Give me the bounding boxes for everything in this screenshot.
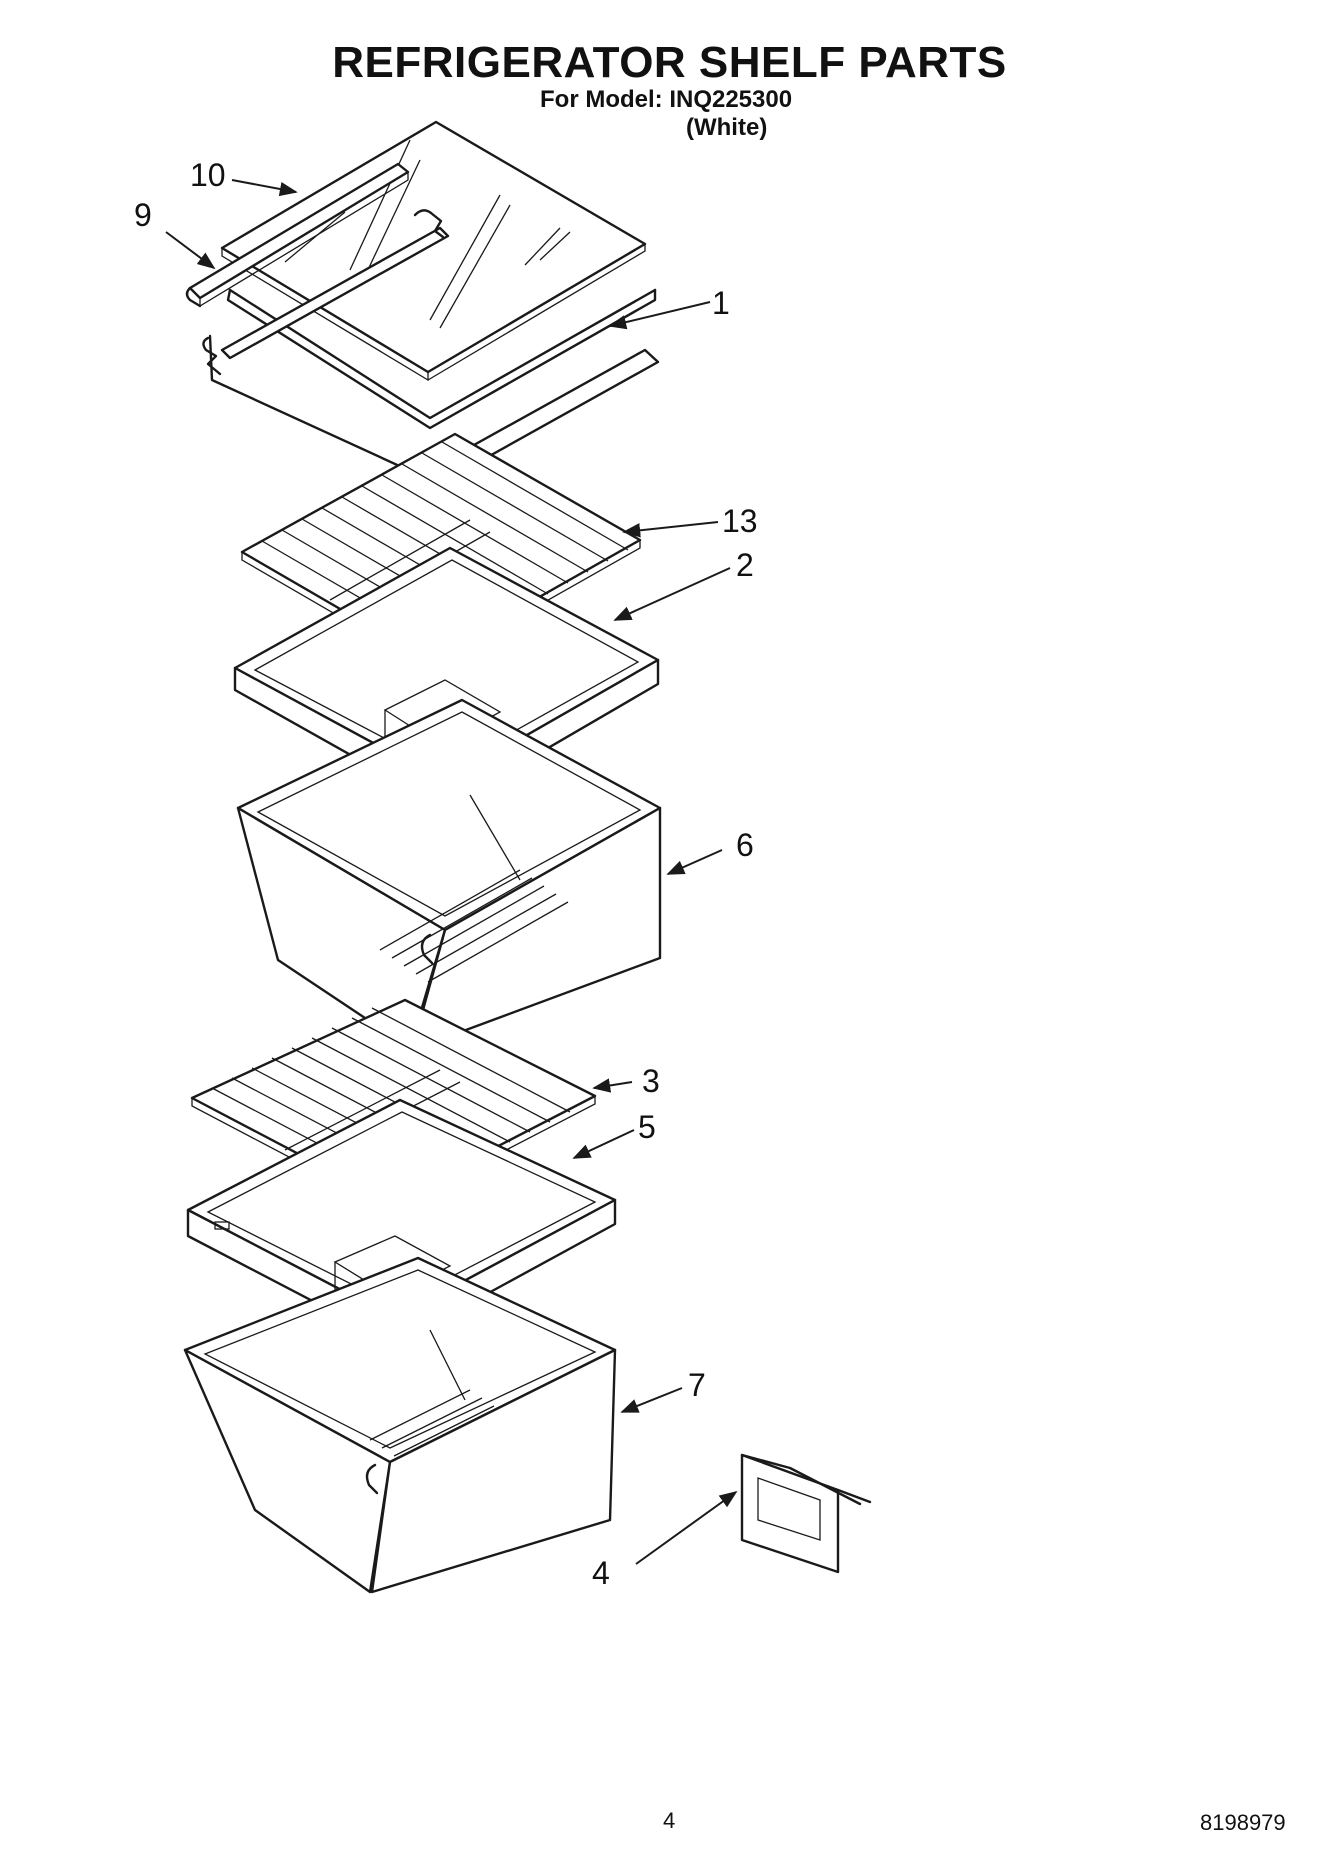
- callout-2: 2: [736, 547, 754, 583]
- callout-4: 4: [592, 1555, 610, 1591]
- callout-5: 5: [638, 1109, 656, 1145]
- upper-crisper-drawer-part-6: [236, 698, 662, 1052]
- callout-9: 9: [134, 197, 152, 233]
- callout-13: 13: [722, 503, 758, 539]
- divider-bracket-part-4: [740, 1453, 872, 1574]
- callout-3: 3: [642, 1063, 660, 1099]
- callout-1: 1: [712, 285, 730, 321]
- model-line: For Model: INQ225300: [540, 86, 793, 113]
- callout-7: 7: [688, 1367, 706, 1403]
- color-variant: (White): [686, 114, 768, 141]
- page-title: REFRIGERATOR SHELF PARTS: [332, 38, 1007, 87]
- lower-crisper-drawer-part-7: [183, 1256, 617, 1594]
- page-number: 4: [663, 1808, 676, 1833]
- callout-labels: 10 9 1 13 2 6 3 5 7 4: [134, 157, 758, 1591]
- callout-6: 6: [736, 827, 754, 863]
- shelf-trim-part-9: [185, 162, 410, 308]
- document-number: 8198979: [1200, 1810, 1286, 1835]
- callout-leaders: [165, 179, 738, 1565]
- callout-10: 10: [190, 157, 226, 193]
